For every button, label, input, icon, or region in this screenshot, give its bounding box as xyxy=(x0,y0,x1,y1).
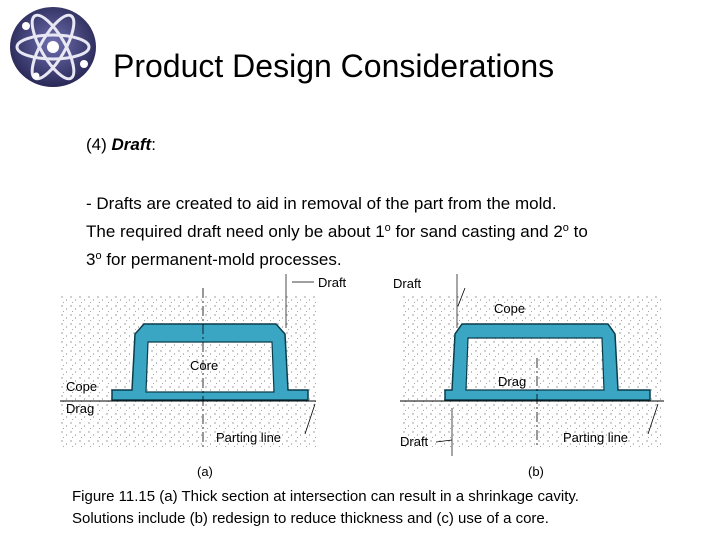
label-core: Core xyxy=(190,358,218,373)
label-parting-a: Parting line xyxy=(216,430,281,445)
figure-a: Draft Core Cope Drag Parting line (a) xyxy=(60,274,347,479)
figure-caption: Figure 11.15 (a) Thick section at inters… xyxy=(72,486,579,530)
caption-line-2: Solutions include (b) redesign to reduce… xyxy=(72,510,549,527)
para-line-1: - Drafts are created to aid in removal o… xyxy=(86,194,557,213)
casting-figure: Draft Core Cope Drag Parting line (a) Dr… xyxy=(60,268,680,480)
leader-draft-b-top xyxy=(457,287,466,307)
leader-parting-a xyxy=(304,403,316,435)
label-parting-b: Parting line xyxy=(563,430,628,445)
degree-symbol: o xyxy=(562,222,569,234)
label-draft-b-bottom: Draft xyxy=(400,434,429,449)
label-b: (b) xyxy=(528,464,544,479)
label-draft-a: Draft xyxy=(318,275,347,290)
leader-parting-b xyxy=(647,403,659,435)
section-name: Draft xyxy=(111,135,152,154)
core-a xyxy=(145,341,275,393)
body-paragraph: - Drafts are created to aid in removal o… xyxy=(86,192,686,272)
label-draft-b-top: Draft xyxy=(393,276,422,291)
label-drag-b: Drag xyxy=(498,374,526,389)
section-heading: (4) Draft: xyxy=(86,135,156,155)
label-drag-a: Drag xyxy=(66,401,94,416)
caption-line-1: Figure 11.15 (a) Thick section at inters… xyxy=(72,488,579,505)
label-cope-b: Cope xyxy=(494,301,525,316)
figure-b: Draft Cope Drag Draft Parting line (b) xyxy=(393,274,664,479)
degree-symbol: o xyxy=(384,222,391,234)
label-cope-a: Cope xyxy=(66,379,97,394)
para-line-3: 3o for permanent-mold processes. xyxy=(86,250,342,269)
label-a: (a) xyxy=(197,464,213,479)
slide-title: Product Design Considerations xyxy=(113,48,555,84)
para-line-2: The required draft need only be about 1o… xyxy=(86,222,588,241)
atom-logo-icon xyxy=(6,4,100,90)
section-number: (4) xyxy=(86,135,107,154)
leader-draft-b-bottom xyxy=(435,439,453,443)
degree-symbol: o xyxy=(95,250,102,262)
section-colon: : xyxy=(151,135,156,154)
drag-b-sand xyxy=(465,337,605,391)
